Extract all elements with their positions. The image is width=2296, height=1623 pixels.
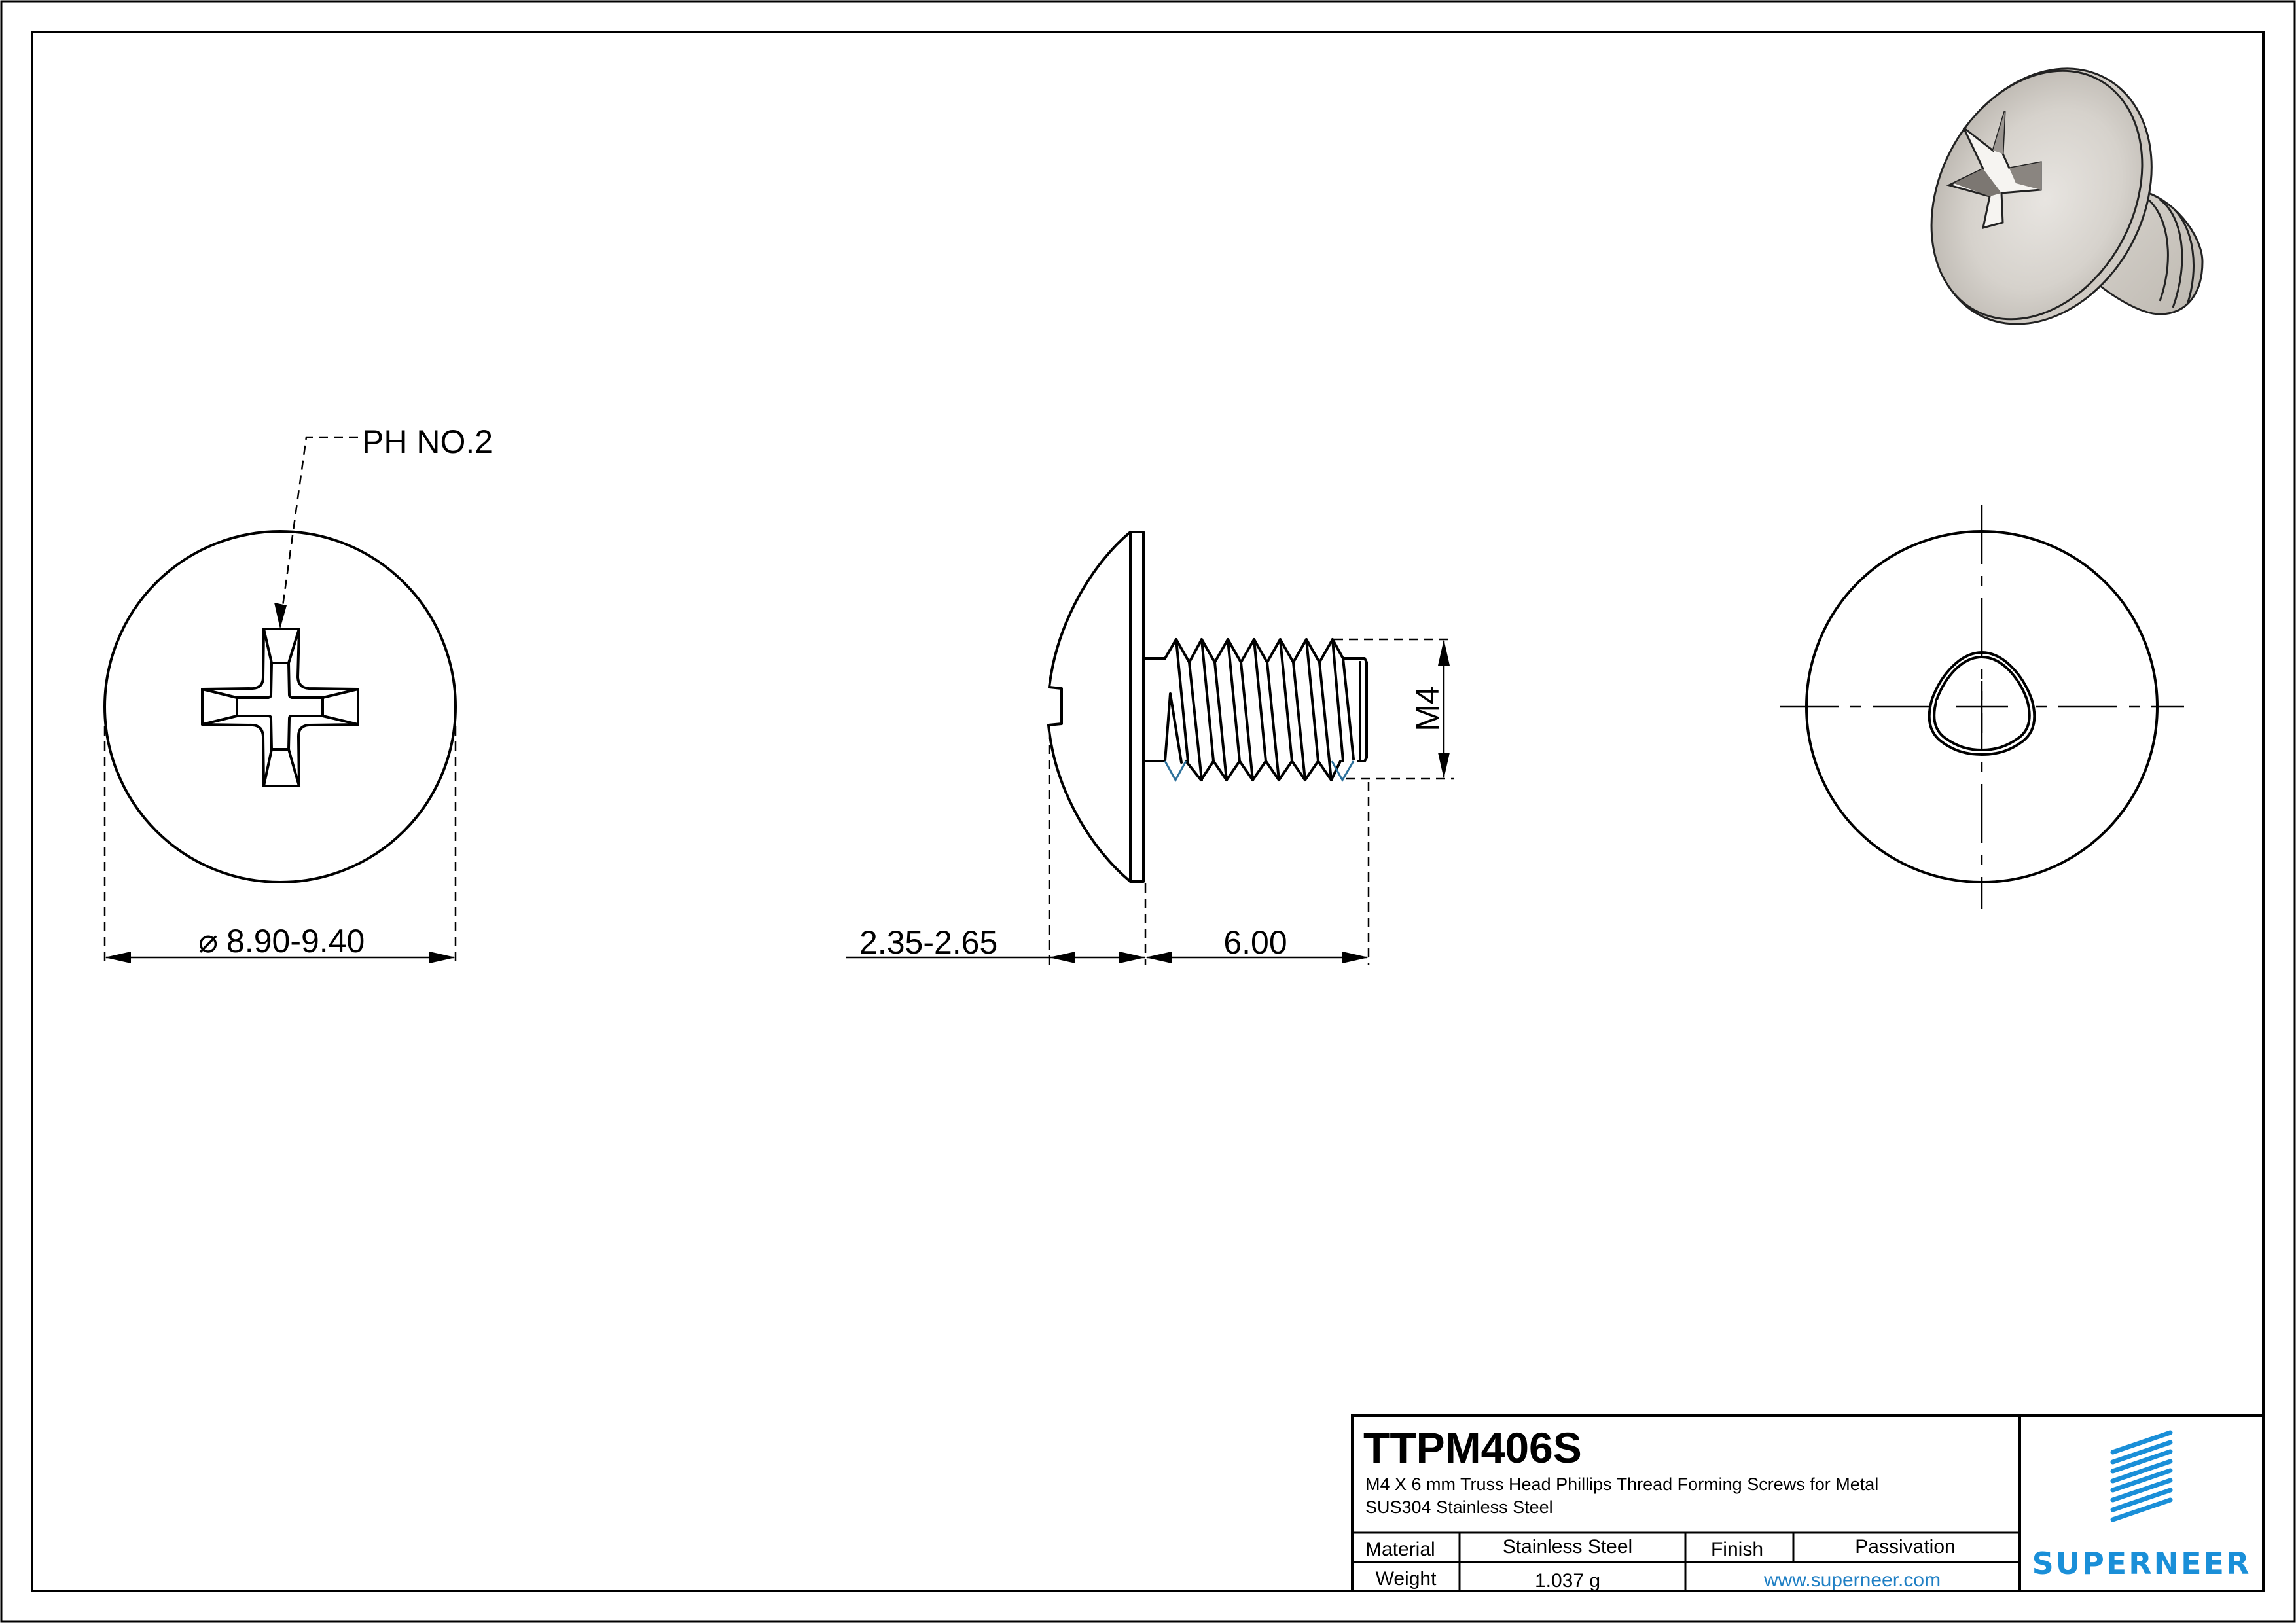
diameter-symbol: ⌀ [198, 923, 218, 959]
finish-value: Passivation [1855, 1536, 1955, 1558]
weight-value: 1.037 g [1535, 1570, 1600, 1592]
material-value: Stainless Steel [1503, 1536, 1632, 1558]
head-height-dimension-value: 2.35-2.65 [859, 924, 997, 961]
title-block: TTPM406S M4 X 6 mm Truss Head Phillips T… [1351, 1414, 2265, 1592]
head-dome [1047, 531, 1132, 883]
weight-label: Weight [1376, 1568, 1437, 1590]
trilobe-outer [1928, 651, 2036, 756]
shank [1142, 657, 1166, 762]
head-flange [1129, 531, 1145, 883]
arrowhead-down [1438, 753, 1450, 779]
inner-frame [31, 31, 2265, 1592]
finish-label: Finish [1711, 1539, 1763, 1560]
thread-profile-bottom [1185, 760, 1342, 781]
iso-phillips-recess-icon [1946, 111, 2042, 230]
length-dimension-value: 6.00 [1223, 924, 1287, 961]
website-link[interactable]: www.superneer.com [1763, 1569, 1941, 1591]
logo-wordmark: SUPERNEER [2032, 1546, 2251, 1581]
iso-head [1930, 69, 2144, 321]
arrowhead-right [429, 952, 456, 963]
thread-start-marker [1164, 760, 1187, 783]
side-view: M4 2.35-2.65 6.00 [846, 531, 1454, 965]
thread-helix-lines [1164, 638, 1361, 781]
iso-view [1930, 67, 2204, 325]
diameter-dimension-value: 8.90-9.40 [226, 923, 365, 959]
arrowhead-left [105, 952, 131, 963]
callout-arrowhead [274, 603, 287, 629]
end-view [1780, 505, 2184, 909]
arrowhead-hh-left [1049, 952, 1075, 963]
arrowhead-up [1438, 639, 1450, 666]
top-view: PH NO.2 ⌀ 8.90-9.40 [103, 423, 493, 965]
phillips-recess-icon [201, 628, 359, 787]
thread-dimension-label: M4 [1409, 686, 1446, 731]
arrowhead-len-left [1145, 952, 1172, 963]
thread-end-marker [1331, 760, 1355, 783]
iso-threads [2087, 188, 2204, 315]
arrowhead-hh-right [1119, 952, 1145, 963]
callout-leader [280, 436, 358, 616]
material-label: Material [1365, 1539, 1435, 1560]
head-outline [103, 530, 457, 883]
description-line-1: M4 X 6 mm Truss Head Phillips Thread For… [1365, 1474, 1878, 1494]
description-line-2: SUS304 Stainless Steel [1365, 1497, 1553, 1517]
superneer-stripes-icon [2110, 1430, 2173, 1522]
thread-profile-top [1164, 638, 1368, 762]
trilobe-inner [1933, 656, 2031, 751]
arrowhead-len-right [1342, 952, 1369, 963]
part-number: TTPM406S [1363, 1423, 1582, 1472]
callout-label: PH NO.2 [362, 423, 493, 460]
